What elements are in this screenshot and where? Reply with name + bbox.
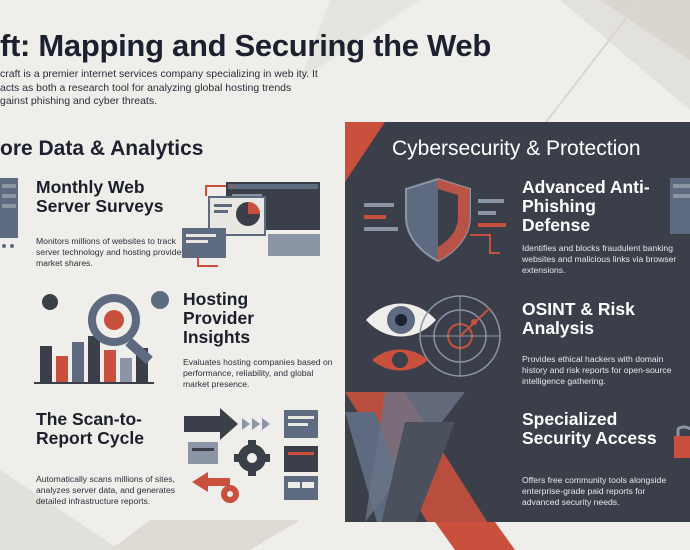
item-desc-scan-to-report-cycle: Automatically scans millions of sites, a… xyxy=(36,474,176,506)
item-desc-anti-phishing-defense: Identifies and blocks fraudulent banking… xyxy=(522,243,677,275)
item-title-web-server-surveys: Monthly Web Server Surveys xyxy=(36,177,164,216)
item-title-anti-phishing-defense: Advanced Anti-Phishing Defense xyxy=(522,177,650,235)
partial-window-icon xyxy=(670,178,690,234)
server-stack-icon xyxy=(0,178,18,248)
right-section-heading: Cybersecurity & Protection xyxy=(392,137,641,160)
partial-lock-icon xyxy=(674,425,690,458)
scan-cycle-icon xyxy=(184,408,318,503)
shield-icon xyxy=(364,177,506,263)
eye-radar-icon xyxy=(366,295,501,377)
bar-chart-magnifier-icon xyxy=(34,291,169,384)
panel-decoration xyxy=(345,122,690,550)
page-title: ft: Mapping and Securing the Web xyxy=(0,28,491,63)
item-desc-hosting-provider-insights: Evaluates hosting companies based on per… xyxy=(183,357,333,389)
item-title-osint-risk-analysis: OSINT & Risk Analysis xyxy=(522,299,635,338)
item-title-specialized-security-access: Specialized Security Access xyxy=(522,409,657,448)
item-desc-web-server-surveys: Monitors millions of websites to track s… xyxy=(36,236,185,268)
item-title-scan-to-report-cycle: The Scan-to-Report Cycle xyxy=(36,409,144,448)
item-title-hosting-provider-insights: Hosting Provider Insights xyxy=(183,289,254,347)
left-section-heading: ore Data & Analytics xyxy=(0,137,204,160)
browser-windows-icon xyxy=(182,182,320,267)
intro-text: craft is a premier internet services com… xyxy=(0,68,318,107)
item-desc-specialized-security-access: Offers free community tools alongside en… xyxy=(522,475,667,507)
item-desc-osint-risk-analysis: Provides ethical hackers with domain his… xyxy=(522,354,672,386)
